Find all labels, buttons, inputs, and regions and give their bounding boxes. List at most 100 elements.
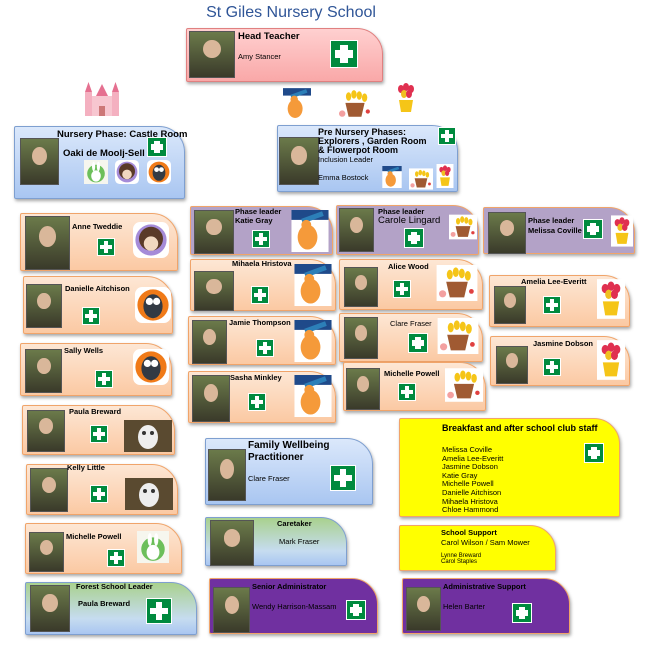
- staff-photo: [192, 320, 227, 364]
- tulip-icon: [597, 279, 625, 319]
- first-aid-icon: [584, 443, 604, 463]
- first-aid-icon: [543, 358, 561, 376]
- role-label: Phase leader: [528, 216, 575, 225]
- owl-photo-icon: [124, 420, 172, 452]
- role-label: Breakfast and after school club staff: [442, 423, 598, 433]
- first-aid-icon: [90, 485, 108, 503]
- role-label: Phase leader: [378, 207, 425, 216]
- role-label: Administrative Support: [443, 582, 526, 591]
- owl-icon: [135, 284, 171, 326]
- staff-name: Alice Wood: [388, 262, 429, 271]
- staff-photo: [30, 468, 68, 512]
- flowerpot-icon: [435, 265, 479, 301]
- staff-name: Jasmine Dobson: [533, 339, 594, 348]
- staff-name: Chloe Hammond: [442, 505, 499, 515]
- staff-name: Katie Gray: [442, 470, 478, 480]
- hedgehog-icon: [115, 160, 139, 184]
- first-aid-icon: [408, 333, 428, 353]
- first-aid-icon: [95, 370, 113, 388]
- first-aid-icon: [512, 603, 532, 623]
- staff-photo: [213, 587, 250, 633]
- role-label: Head Teacher: [238, 31, 300, 42]
- staff-name: Oaki de Moolj-Sell: [63, 148, 145, 159]
- staff-name: Amy Stancer: [238, 52, 281, 61]
- staff-name: Amelia Lee-Everitt: [442, 453, 504, 463]
- staff-photo: [25, 349, 62, 393]
- bear-telescope-icon: [292, 320, 334, 362]
- role-label: Phase leader: [235, 207, 282, 216]
- staff-photo: [20, 138, 59, 185]
- flowerpot-icon: [437, 318, 479, 354]
- role-label: Lynne Breward: [441, 553, 482, 559]
- first-aid-icon: [543, 296, 561, 314]
- staff-photo: [194, 271, 234, 311]
- card-breakfast: [399, 418, 620, 517]
- role-label: Pre Nursery Phases:: [318, 127, 407, 137]
- staff-photo: [208, 449, 246, 501]
- staff-name: Helen Barter: [443, 602, 486, 611]
- staff-photo: [488, 212, 526, 254]
- castle-icon: [82, 80, 122, 118]
- staff-name: Melissa Coville: [442, 445, 493, 454]
- flowerpot-icon: [409, 168, 433, 190]
- staff-photo: [194, 210, 234, 254]
- page-title: St Giles Nursery School: [206, 4, 376, 21]
- first-aid-icon: [346, 600, 366, 620]
- tulip-icon: [394, 80, 418, 116]
- staff-name: Michelle Powell: [66, 532, 122, 541]
- staff-photo: [30, 585, 70, 632]
- staff-name: Paula Breward: [69, 407, 122, 416]
- first-aid-icon: [330, 40, 358, 68]
- tulip-icon: [611, 215, 633, 247]
- staff-name: Danielle Aitchison: [442, 488, 502, 497]
- staff-photo: [344, 317, 378, 359]
- role-label: Inclusion Leader: [318, 155, 374, 164]
- staff-name: Katie Gray: [235, 216, 273, 225]
- role-label: Carol Staples: [441, 559, 478, 565]
- first-aid-icon: [330, 465, 356, 491]
- card-school-support: [399, 525, 556, 571]
- owl-photo-icon: [125, 478, 173, 510]
- first-aid-icon: [256, 339, 274, 357]
- staff-photo: [279, 137, 319, 185]
- flowerpot-icon: [445, 367, 483, 403]
- role-label: Family Wellbeing: [248, 440, 330, 451]
- hedgehog-icon: [133, 219, 169, 261]
- staff-photo: [25, 216, 70, 270]
- staff-name: Mihaela Hristova: [442, 496, 498, 506]
- bear-telescope-icon: [283, 86, 311, 122]
- tulip-icon: [436, 164, 454, 188]
- first-aid-icon: [393, 280, 411, 298]
- staff-photo: [339, 208, 374, 252]
- staff-photo: [346, 368, 380, 410]
- role-label: Senior Administrator: [252, 582, 327, 591]
- first-aid-icon: [90, 425, 108, 443]
- staff-name: Wendy Harrison-Massam: [252, 602, 337, 611]
- role-label: Forest School Leader: [76, 582, 153, 591]
- staff-name: Clare Fraser: [248, 474, 290, 483]
- staff-name: Jasmine Dobson: [442, 462, 498, 472]
- staff-photo: [189, 31, 235, 78]
- staff-name: Mihaela Hristova: [232, 259, 292, 268]
- bunny-icon: [137, 530, 169, 564]
- staff-name: Clare Fraser: [390, 319, 432, 328]
- staff-name: Danielle Aitchison: [65, 284, 130, 293]
- staff-name: Melissa Coville: [528, 226, 582, 235]
- first-aid-icon: [97, 238, 115, 256]
- staff-name: Anne Tweddie: [72, 222, 123, 231]
- staff-name: Mark Fraser: [279, 537, 320, 546]
- staff-name: Amelia Lee-Everitt: [521, 277, 587, 286]
- staff-photo: [29, 532, 64, 572]
- owl-icon: [133, 346, 169, 388]
- staff-name: Paula Breward: [78, 599, 131, 608]
- staff-name: Sally Wells: [64, 346, 104, 355]
- staff-name: Emma Bostock: [318, 173, 369, 182]
- staff-photo: [344, 267, 378, 307]
- staff-name: Michelle Powell: [442, 479, 494, 489]
- role-label: Explorers , Garden Room: [318, 136, 427, 146]
- role-label: School Support: [441, 528, 497, 537]
- staff-photo: [26, 284, 62, 328]
- first-aid-icon: [147, 137, 167, 157]
- flowerpot-icon: [336, 88, 374, 120]
